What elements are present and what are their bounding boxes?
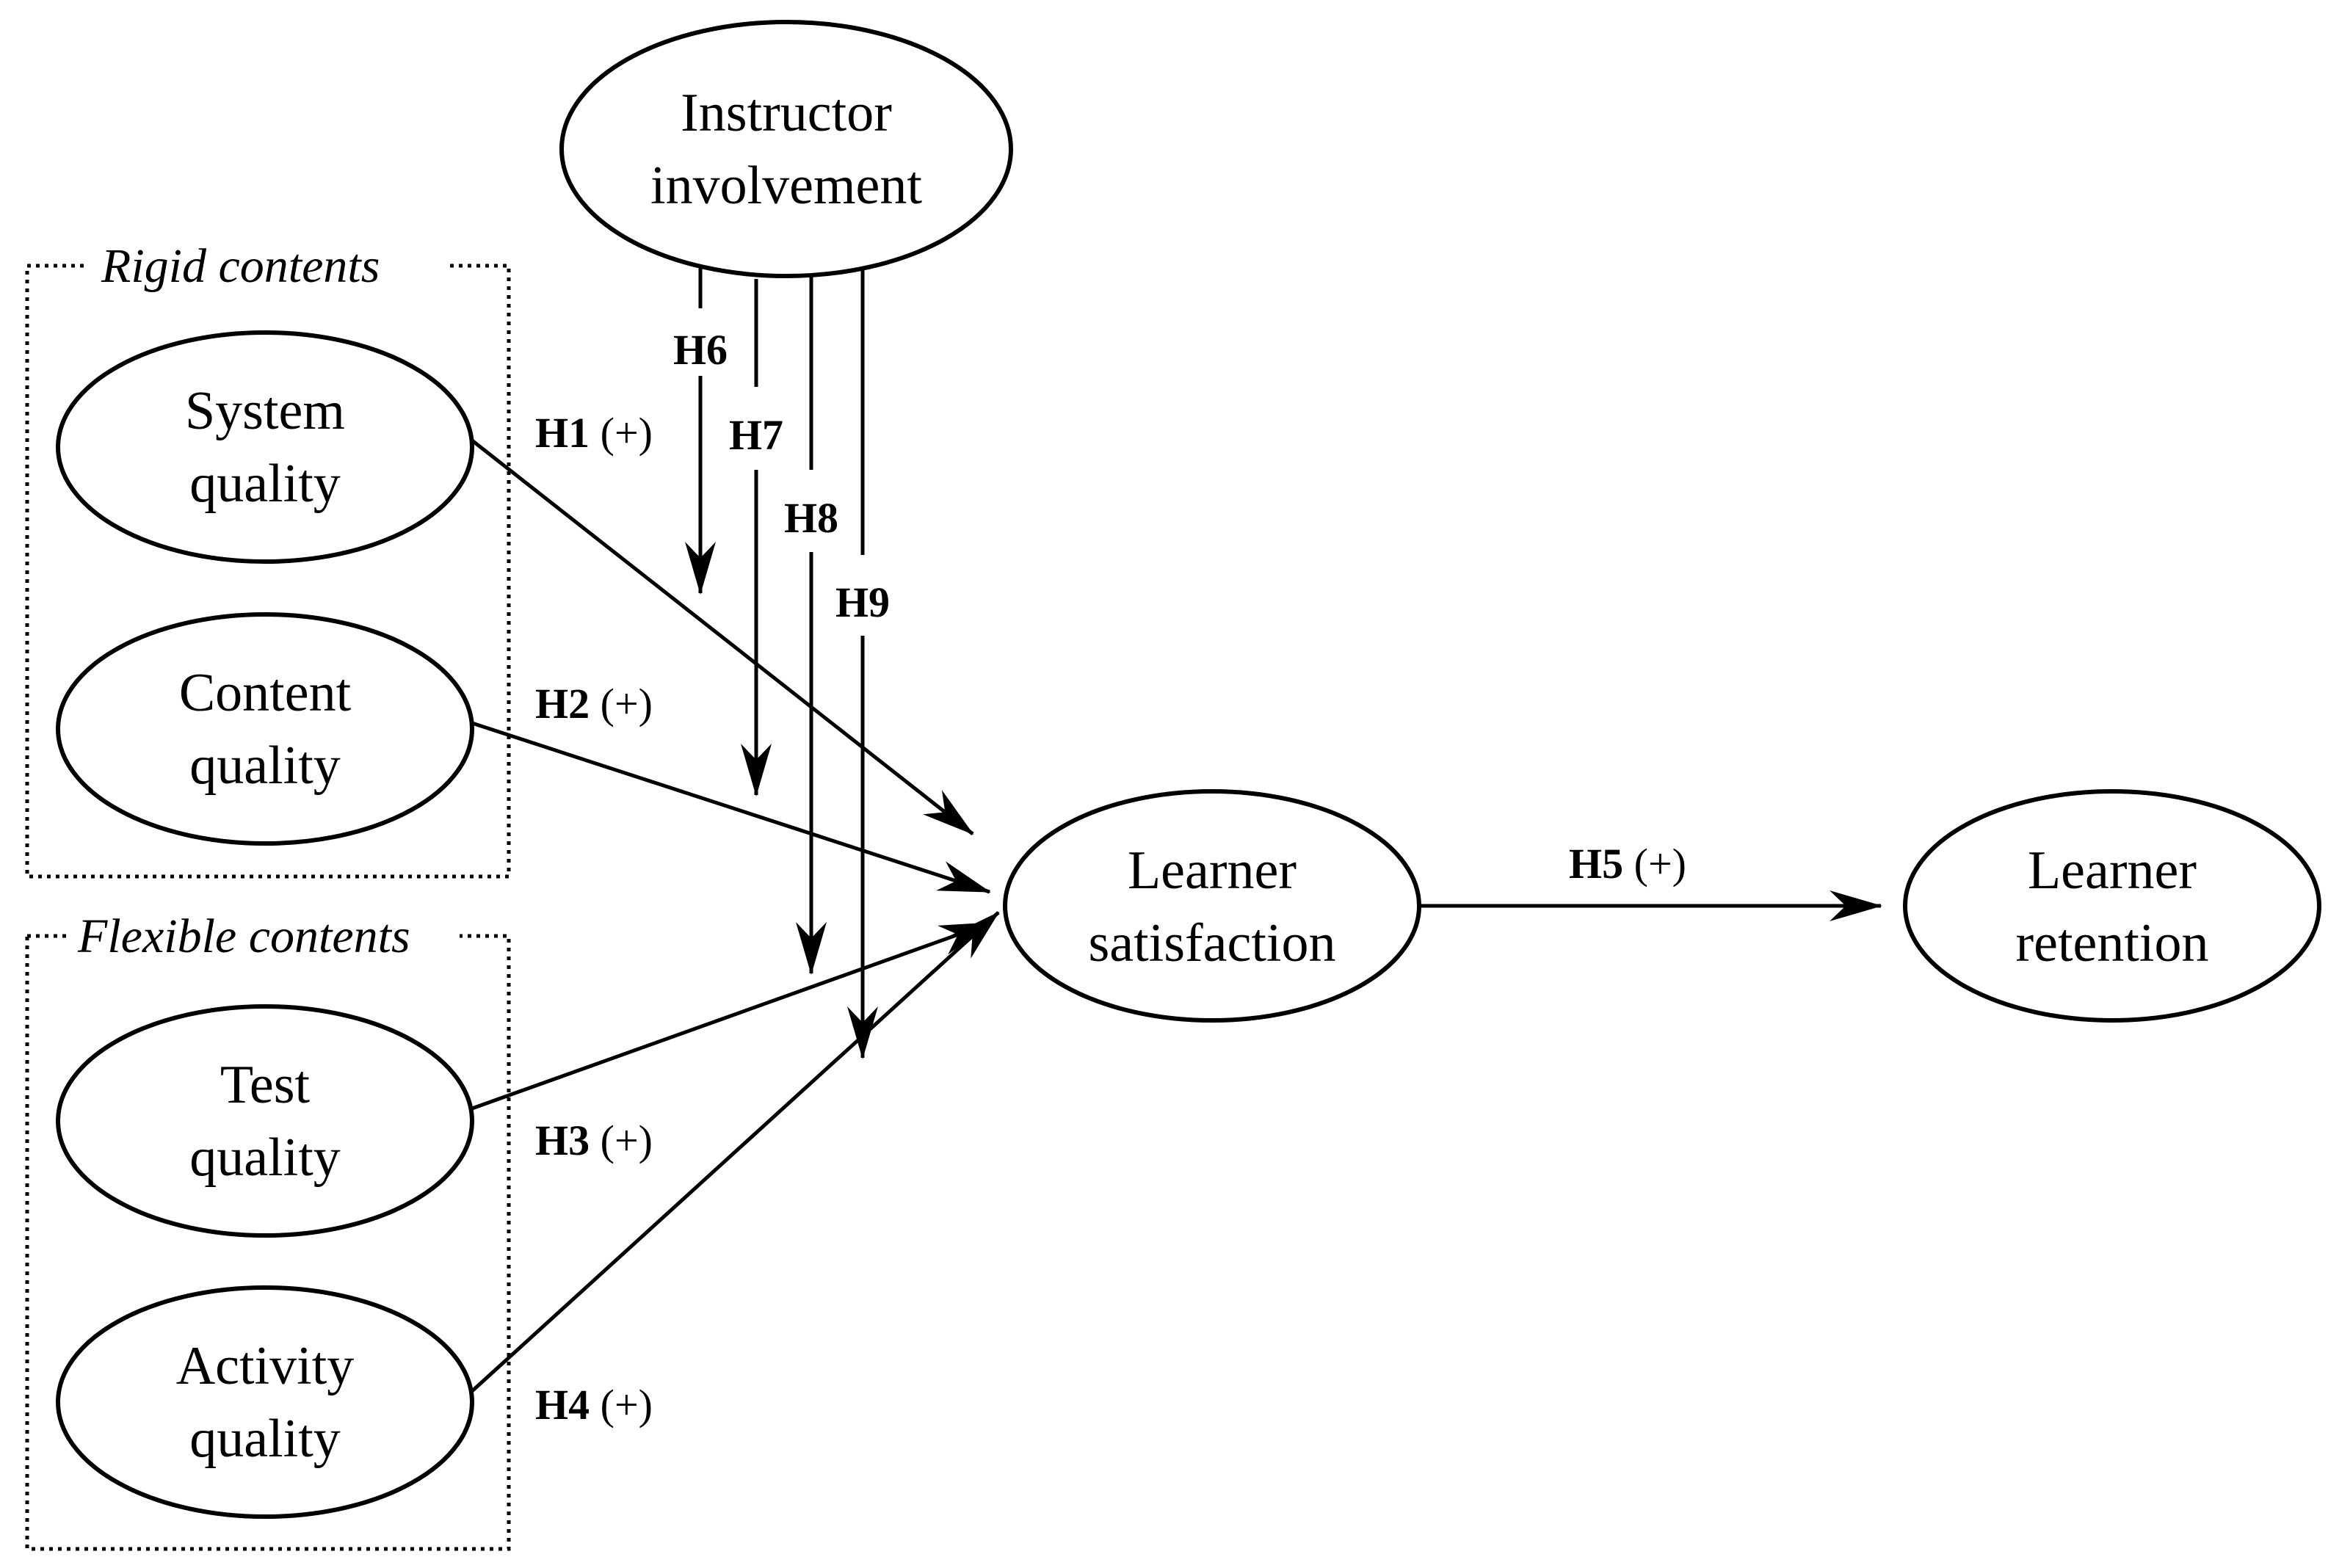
learner-retention-ellipse (1903, 789, 2321, 1023)
h4-arrow (471, 911, 1000, 1393)
activity-quality-node: Activity quality (56, 1285, 474, 1519)
h2-label: H2 (+) (535, 680, 653, 727)
h3-arrow (471, 921, 993, 1111)
h1-arrow (471, 439, 974, 835)
learner-retention-line1: Learner (2028, 841, 2197, 901)
learner-satisfaction-line2: satisfaction (1088, 913, 1335, 973)
h5-label: H5 (+) (1569, 840, 1686, 888)
system-quality-line1: System (185, 381, 345, 441)
h3-label: H3 (+) (535, 1117, 653, 1164)
learner-satisfaction-node: Learner satisfaction (1003, 789, 1421, 1023)
h8-label: H8 (784, 494, 838, 542)
activity-quality-ellipse (56, 1285, 474, 1519)
learner-retention-line2: retention (2015, 913, 2208, 973)
rigid-contents-group: Rigid contents (25, 239, 511, 879)
h1-label: H1 (+) (535, 409, 653, 457)
flexible-contents-group: Flexible contents (25, 910, 511, 1551)
system-quality-line2: quality (189, 454, 341, 514)
test-quality-node: Test quality (56, 1004, 474, 1238)
system-quality-ellipse (56, 330, 474, 564)
test-quality-ellipse (56, 1004, 474, 1238)
content-quality-line1: Content (179, 663, 352, 723)
content-quality-node: Content quality (56, 612, 474, 846)
h9-label: H9 (835, 578, 890, 626)
activity-quality-line1: Activity (176, 1336, 355, 1396)
instructor-involvement-line2: involvement (650, 156, 922, 216)
test-quality-line2: quality (189, 1128, 341, 1188)
content-quality-ellipse (56, 612, 474, 846)
instructor-involvement-node: Instructor involvement (559, 20, 1013, 278)
activity-quality-line2: quality (189, 1409, 341, 1469)
rigid-contents-label: Rigid contents (101, 239, 380, 293)
learner-satisfaction-line1: Learner (1128, 841, 1297, 901)
system-quality-node: System quality (56, 330, 474, 564)
h4-label: H4 (+) (535, 1381, 653, 1429)
test-quality-line1: Test (220, 1055, 311, 1115)
h7-label: H7 (729, 411, 783, 459)
content-quality-line2: quality (189, 736, 341, 796)
h6-label: H6 (673, 326, 728, 374)
h2-arrow (471, 721, 991, 894)
instructor-involvement-ellipse (559, 20, 1013, 278)
learner-retention-node: Learner retention (1903, 789, 2321, 1023)
instructor-involvement-line1: Instructor (681, 83, 892, 143)
learner-satisfaction-ellipse (1003, 789, 1421, 1023)
flexible-contents-label: Flexible contents (77, 910, 410, 963)
